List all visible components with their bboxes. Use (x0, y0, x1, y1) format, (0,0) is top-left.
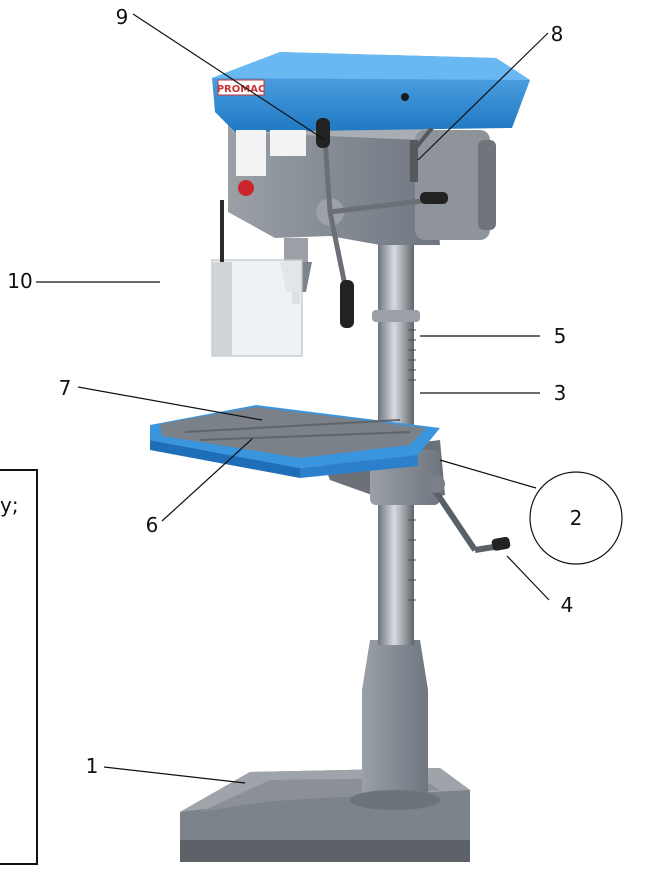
chuck-guard (211, 200, 303, 357)
leader-6 (161, 438, 253, 522)
belt-cover: PROMAC (212, 52, 530, 132)
callout-10: 10 (7, 269, 32, 293)
worktable (150, 405, 440, 478)
callout-4: 4 (561, 593, 574, 617)
feed-knob-right (420, 192, 448, 204)
callout-5: 5 (554, 324, 567, 348)
leader-1 (103, 766, 246, 784)
callout-1: 1 (86, 754, 99, 778)
belt-tension-lever (410, 126, 434, 182)
leader-8 (417, 32, 549, 161)
motor (415, 130, 496, 240)
promac-logo: PROMAC (217, 84, 266, 95)
callout-3: 3 (554, 381, 567, 405)
callout-lines (36, 13, 550, 784)
leader-4 (506, 555, 550, 601)
feed-handles (316, 118, 448, 328)
leader-9 (132, 13, 326, 141)
side-note-text: y; (0, 493, 19, 517)
column-base (350, 640, 440, 810)
side-note-box (0, 469, 38, 865)
feed-knob-top (316, 118, 330, 148)
feed-knob-bottom (340, 280, 354, 328)
callout-circle-2 (529, 471, 623, 565)
callout-7: 7 (59, 376, 72, 400)
callout-9: 9 (116, 5, 129, 29)
head-decals (236, 130, 306, 196)
leader-7 (77, 386, 263, 421)
column-rack (408, 329, 416, 601)
callout-2: 2 (570, 506, 583, 530)
callout-6: 6 (146, 513, 159, 537)
callout-8: 8 (551, 22, 564, 46)
leader-2 (439, 459, 537, 489)
table-crank (427, 475, 511, 553)
emergency-stop-icon (238, 180, 254, 196)
column-collar (372, 310, 420, 322)
